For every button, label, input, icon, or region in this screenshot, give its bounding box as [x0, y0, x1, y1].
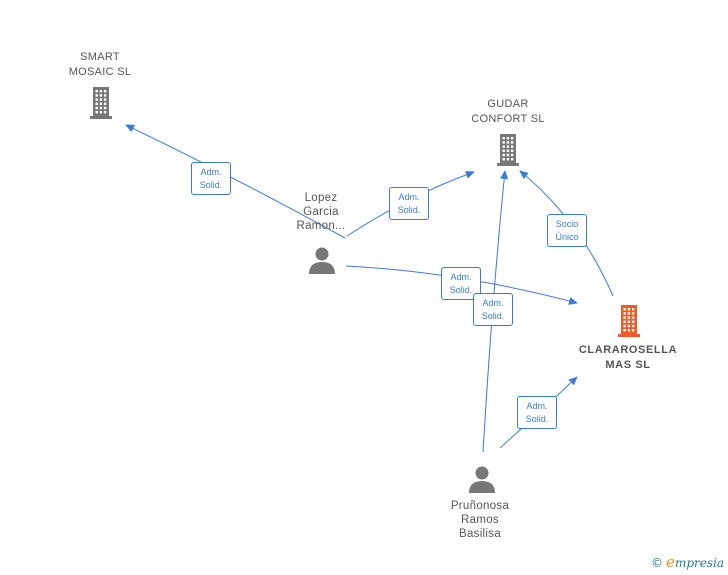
edge-label-line: Adm. [482, 298, 504, 308]
empresia-logo[interactable]: ©empresia [651, 553, 724, 571]
brand-name: mpresia [674, 556, 724, 570]
edge-label-line: Adm. [526, 401, 548, 411]
person-icon[interactable] [309, 247, 335, 275]
edge-label-prunonosa-to-gudar[interactable]: Adm. Solid. [473, 293, 513, 326]
node-label-line: Basilisa [458, 528, 502, 540]
node-label-line: Pruñonosa [450, 500, 510, 512]
edge-label-line: Solid. [481, 311, 505, 321]
nodes-layer [90, 87, 640, 493]
copyright-symbol: © [651, 556, 664, 570]
node-label-clara[interactable]: CLARAROSELLA MAS SL [563, 343, 693, 373]
node-label-line: MOSAIC SL [68, 66, 132, 78]
building-icon[interactable] [618, 305, 640, 337]
node-label-line: Lopez [304, 192, 338, 204]
brand-initial: e [666, 553, 675, 571]
edge-label-line: Solid. [449, 285, 473, 295]
edge-label-line: Socio [555, 219, 579, 229]
building-icon[interactable] [90, 87, 112, 119]
node-label-gudar[interactable]: GUDAR CONFORT SL [443, 97, 573, 127]
node-label-line: Ramos [461, 514, 499, 526]
node-label-line: MAS SL [605, 359, 651, 371]
node-label-smart[interactable]: SMART MOSAIC SL [35, 50, 165, 80]
edge-label-line: Solid. [397, 205, 421, 215]
node-label-line: CONFORT SL [471, 113, 545, 125]
edge-label-line: Solid. [525, 414, 549, 424]
building-icon[interactable] [497, 134, 519, 166]
edge-label-line: Único [555, 232, 579, 242]
edge-label-line: Solid. [199, 180, 223, 190]
node-label-line: Ramon... [296, 220, 346, 232]
node-label-line: GUDAR [487, 98, 529, 110]
edge-lopez-to-smart [125, 124, 346, 239]
person-icon[interactable] [469, 466, 495, 494]
node-label-line: Garcia [303, 206, 339, 218]
edge-label-line: Adm. [200, 167, 222, 177]
node-label-line: SMART [80, 51, 120, 63]
edge-label-lopez-to-smart[interactable]: Adm. Solid. [191, 162, 231, 195]
edge-label-prunonosa-to-clara[interactable]: Adm. Solid. [517, 396, 557, 429]
edge-label-lopez-to-gudar[interactable]: Adm. Solid. [389, 187, 429, 220]
edge-label-line: Adm. [450, 272, 472, 282]
node-label-line: CLARAROSELLA [578, 344, 678, 356]
edge-label-line: Adm. [398, 192, 420, 202]
